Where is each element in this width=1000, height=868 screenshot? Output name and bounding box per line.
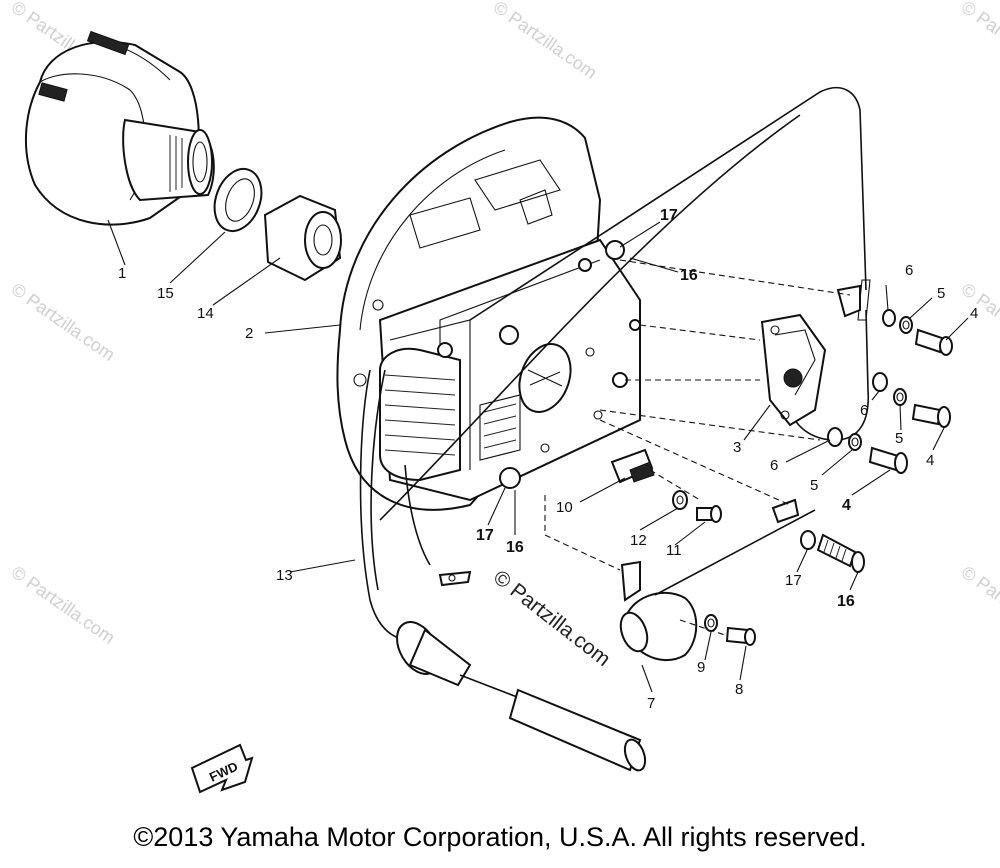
callout-16c: 16 xyxy=(837,593,855,610)
callout-8: 8 xyxy=(735,681,743,698)
callout-14: 14 xyxy=(197,305,214,322)
callout-17c: 17 xyxy=(785,572,802,589)
callout-13: 13 xyxy=(276,567,293,584)
watermark-text: © Partzilla.com xyxy=(490,0,601,83)
part-lead-wire xyxy=(359,369,647,772)
callout-1: 1 xyxy=(118,265,126,282)
watermark-text: © Partzilla.com xyxy=(958,0,1000,83)
callout-5a: 5 xyxy=(937,285,945,302)
part-connector-10 xyxy=(610,448,655,484)
part-coil-block xyxy=(378,238,641,502)
callout-4c: 4 xyxy=(842,497,851,514)
part-nut-14 xyxy=(263,194,342,282)
callout-17b: 17 xyxy=(476,527,494,544)
callout-5c: 5 xyxy=(810,477,818,494)
callout-16b: 16 xyxy=(506,539,524,556)
watermark-text: © Partzilla.com xyxy=(8,279,119,365)
part-condenser-7 xyxy=(619,498,816,661)
callout-5b: 5 xyxy=(895,430,903,447)
callout-12: 12 xyxy=(630,532,647,549)
part-pickup-3 xyxy=(760,284,861,427)
callout-15: 15 xyxy=(157,285,174,302)
fwd-arrow: FWD xyxy=(190,743,254,794)
copyright-text: ©2013 Yamaha Motor Corporation, U.S.A. A… xyxy=(133,822,867,852)
callout-6b: 6 xyxy=(860,402,868,419)
callout-2: 2 xyxy=(245,325,253,342)
callout-16a: 16 xyxy=(680,267,698,284)
part-flywheel xyxy=(25,30,215,226)
callout-10: 10 xyxy=(556,499,573,516)
watermark-text: © Partzilla.com xyxy=(958,562,1000,648)
callout-11: 11 xyxy=(666,542,682,559)
callout-9: 9 xyxy=(697,659,705,676)
callout-17a: 17 xyxy=(660,207,678,224)
watermark-main: © Partzilla.com xyxy=(489,566,615,671)
callout-6c: 6 xyxy=(770,457,778,474)
callout-7: 7 xyxy=(647,695,655,712)
callout-6a: 6 xyxy=(905,262,913,279)
hardware xyxy=(672,309,953,646)
callout-4b: 4 xyxy=(926,452,934,469)
callout-4a: 4 xyxy=(970,305,978,322)
part-washer-15 xyxy=(213,168,263,232)
callout-numbers: 1 2 3 4 4 4 5 5 5 6 6 6 7 8 9 10 11 12 1… xyxy=(118,207,978,712)
callout-3: 3 xyxy=(733,439,741,456)
callout-leaders xyxy=(107,219,969,693)
watermark-text: © Partzilla.com xyxy=(8,562,119,648)
